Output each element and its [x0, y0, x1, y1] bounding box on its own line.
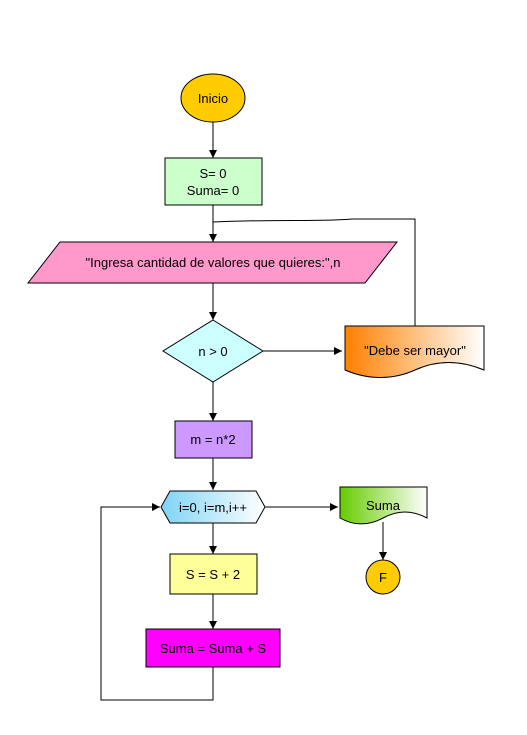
init-label-line2: Suma= 0: [187, 183, 239, 198]
loop-hexagon: [160, 490, 266, 524]
arrow-error-back-to-input: [212, 218, 416, 326]
loop-label: i=0, i=m,i++: [179, 500, 247, 515]
start-terminator: [180, 73, 246, 123]
error-label: "Debe ser mayor": [364, 343, 466, 358]
assign-m-box: [174, 420, 253, 459]
decision-diamond: [162, 319, 264, 383]
decision-label: n > 0: [198, 344, 227, 359]
step-suma-label: Suma = Suma + S: [160, 641, 267, 656]
init-process-box: [164, 157, 263, 206]
input-parallelogram: [26, 241, 399, 284]
end-terminator: [365, 559, 401, 595]
output-document: [339, 486, 428, 525]
connectors: [100, 122, 416, 701]
step-suma-box: [145, 628, 281, 668]
end-label: F: [379, 570, 387, 585]
step-s-box: [169, 553, 258, 595]
output-label: Suma: [366, 498, 401, 513]
start-label: Inicio: [198, 91, 228, 106]
error-document: [344, 325, 485, 378]
step-s-label: S = S + 2: [186, 567, 240, 582]
input-label: "Ingresa cantidad de valores que quieres…: [86, 255, 341, 270]
assign-m-label: m = n*2: [190, 432, 235, 447]
init-label-line1: S= 0: [199, 166, 226, 181]
arrow-step-suma-back-to-loop: [100, 503, 214, 701]
